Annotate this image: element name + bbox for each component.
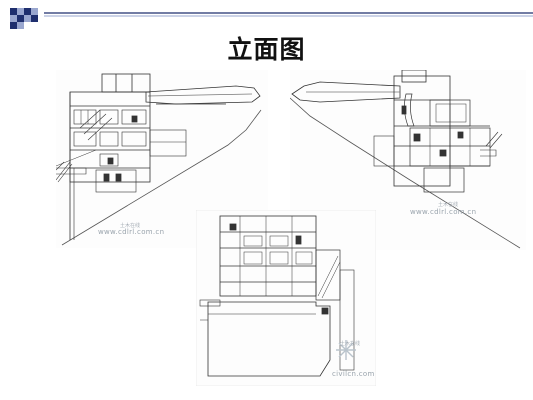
left-watermark-sub: 土木在线 [120, 223, 141, 229]
checker-squares [10, 8, 38, 29]
bottom-watermark-sub: 土木在线 [340, 341, 361, 347]
header-decoration [10, 8, 533, 29]
bottom-watermark: civilcn.com [332, 370, 375, 378]
right-watermark-sub: 土木在线 [438, 202, 459, 208]
right-watermark: www.cdlrl.com.cn [410, 208, 477, 216]
left-watermark: www.cdlrl.com.cn [98, 228, 165, 236]
right-elevation-drawing [290, 70, 526, 250]
watermark-logo-icon [336, 340, 356, 360]
slide-title: 立面图 [227, 35, 306, 64]
bottom-elevation-drawing [196, 210, 376, 386]
